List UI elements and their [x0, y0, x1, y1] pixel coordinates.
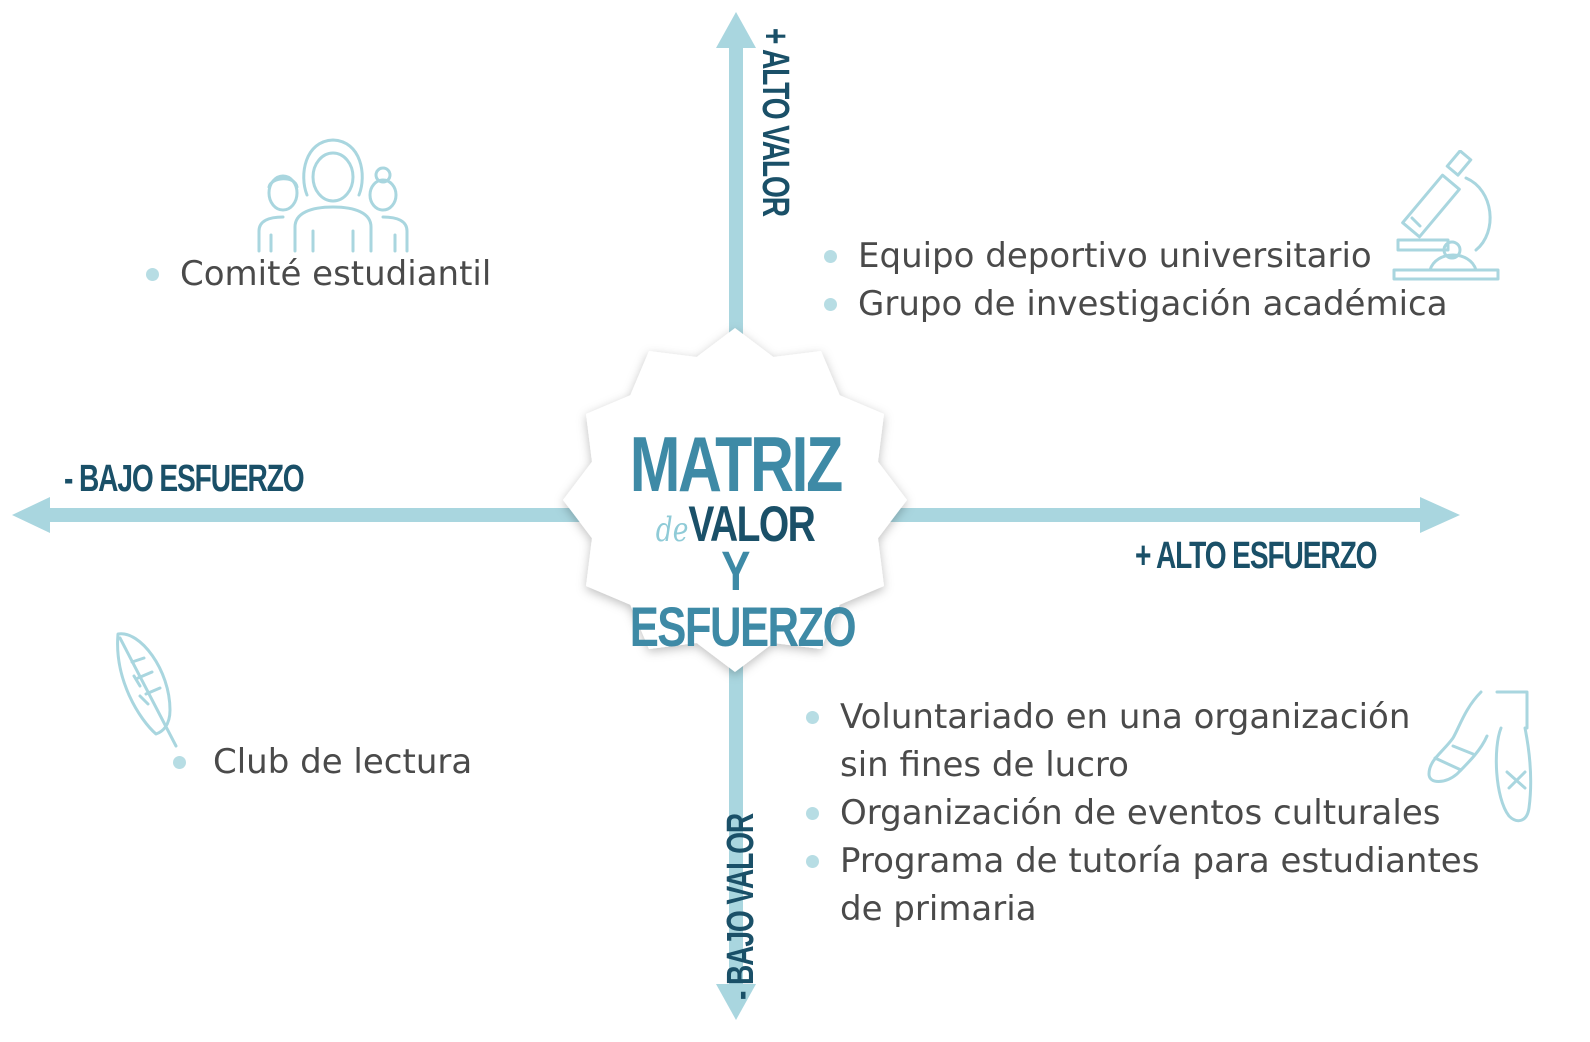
list-item: Voluntariado en una organización sin fine…	[805, 693, 1479, 789]
list-item: Club de lectura	[172, 738, 472, 786]
list-item: Equipo deportivo universitario	[824, 232, 1448, 280]
list-item-line: Voluntariado en una organización	[840, 697, 1411, 737]
list-item-line: sin fines de lucro	[840, 745, 1129, 785]
down-arrowhead	[716, 984, 756, 1020]
title-y-esfuerzo: Y ESFUERZO	[629, 539, 857, 658]
center-badge	[563, 328, 907, 672]
list-item: Organización de eventos culturales	[805, 789, 1479, 837]
quadrant-top-left-list: Comité estudiantil	[145, 250, 491, 298]
title-row-de-valor: deVALOR	[630, 499, 841, 549]
list-item: Grupo de investigación académica	[824, 280, 1448, 328]
ballet-shoes-icon	[1427, 690, 1533, 823]
up-arrowhead	[716, 12, 756, 48]
quadrant-top-right-list: Equipo deportivo universitario Grupo de …	[824, 232, 1448, 328]
right-arrowhead	[1420, 497, 1460, 533]
people-group-icon	[257, 138, 409, 253]
title-matriz: MATRIZ	[629, 420, 844, 508]
microscope-icon	[1392, 150, 1500, 281]
left-arrowhead	[12, 497, 50, 533]
title-valor: VALOR	[688, 496, 815, 552]
quadrant-bottom-right-list: Voluntariado en una organización sin fine…	[805, 693, 1480, 933]
list-item: Programa de tutoría para estudiantes de p…	[805, 837, 1480, 933]
list-item-line: de primaria	[840, 889, 1037, 929]
matrix-title: MATRIZ deVALOR Y ESFUERZO	[600, 425, 870, 655]
list-item-line: Programa de tutoría para estudiantes	[840, 841, 1480, 881]
axis-label-low-effort: - BAJO ESFUERZO	[64, 458, 305, 500]
list-item: Comité estudiantil	[145, 250, 491, 298]
axis-label-high-value: + ALTO VALOR	[754, 28, 796, 216]
axis-label-high-effort: + ALTO ESFUERZO	[1135, 535, 1378, 577]
quadrant-bottom-left-list: Club de lectura	[172, 738, 472, 786]
title-de: de	[655, 510, 689, 550]
feather-icon	[116, 632, 178, 748]
axis-label-low-value: - BAJO VALOR	[720, 813, 762, 1000]
